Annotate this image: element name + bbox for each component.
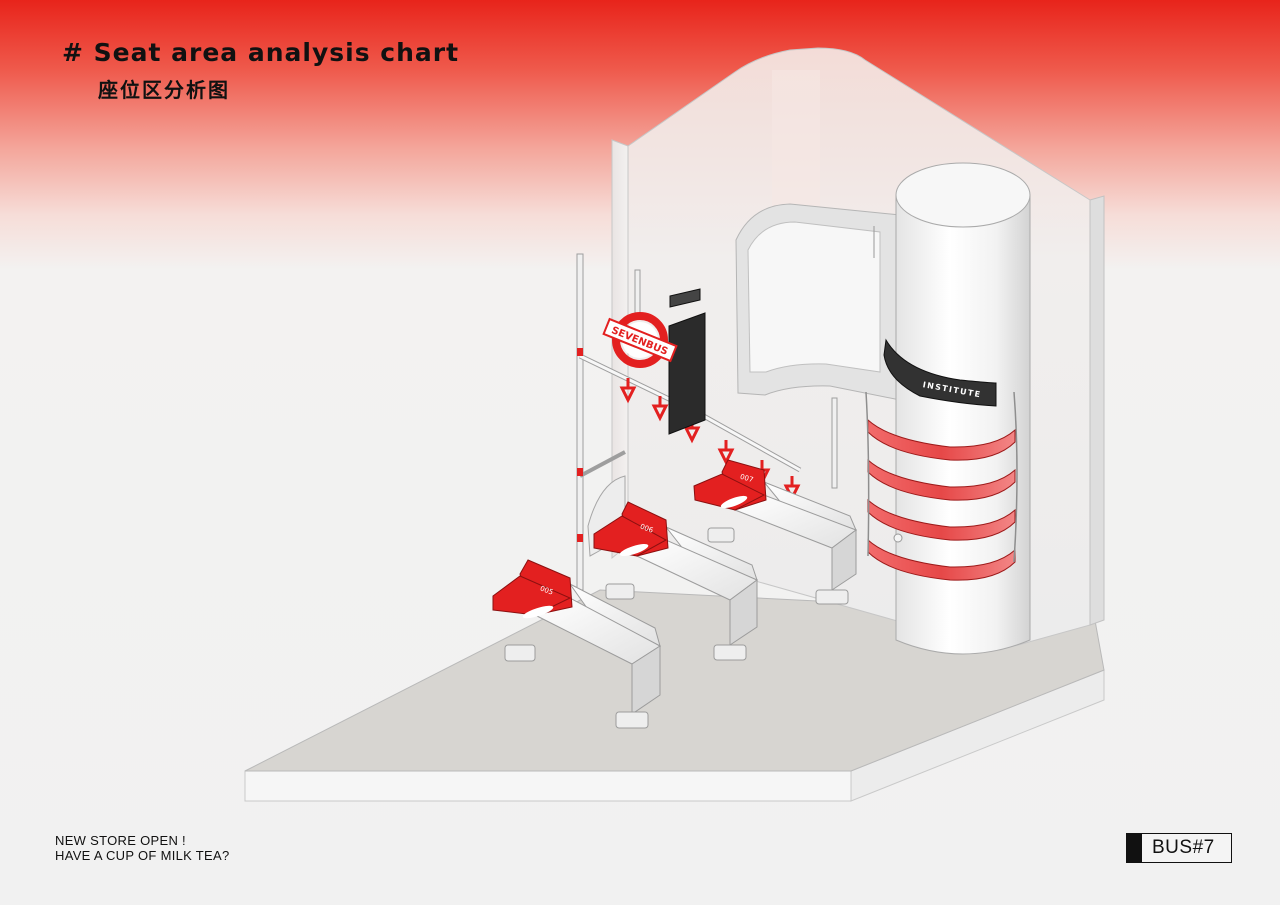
hanging-handles bbox=[619, 378, 801, 502]
seat-006: 006 bbox=[593, 501, 758, 661]
seat-005: 005 bbox=[492, 559, 661, 729]
promo-line-1: NEW STORE OPEN ! bbox=[55, 833, 186, 848]
chart-title-chinese: 座位区分析图 bbox=[98, 78, 230, 102]
promo-line-2: HAVE A CUP OF MILK TEA? bbox=[55, 848, 230, 863]
wall-alcove bbox=[735, 203, 901, 401]
wall-screen bbox=[668, 288, 706, 435]
red-shelves bbox=[865, 391, 1018, 581]
badge-block-marker bbox=[1127, 834, 1142, 862]
seat-number-007: 007 bbox=[739, 473, 754, 484]
sevenbus-sign: SEVENBUS bbox=[602, 312, 678, 368]
promo-text: NEW STORE OPEN ! HAVE A CUP OF MILK TEA? bbox=[55, 833, 230, 863]
badge-label: BUS#7 bbox=[1152, 837, 1215, 858]
floor bbox=[244, 589, 1105, 802]
bus-number-badge: BUS#7 bbox=[1126, 833, 1232, 863]
chart-title: # Seat area analysis chart bbox=[62, 38, 460, 67]
display-column: INSTITUTE bbox=[865, 162, 1031, 655]
seat-007: 007 bbox=[693, 459, 858, 605]
